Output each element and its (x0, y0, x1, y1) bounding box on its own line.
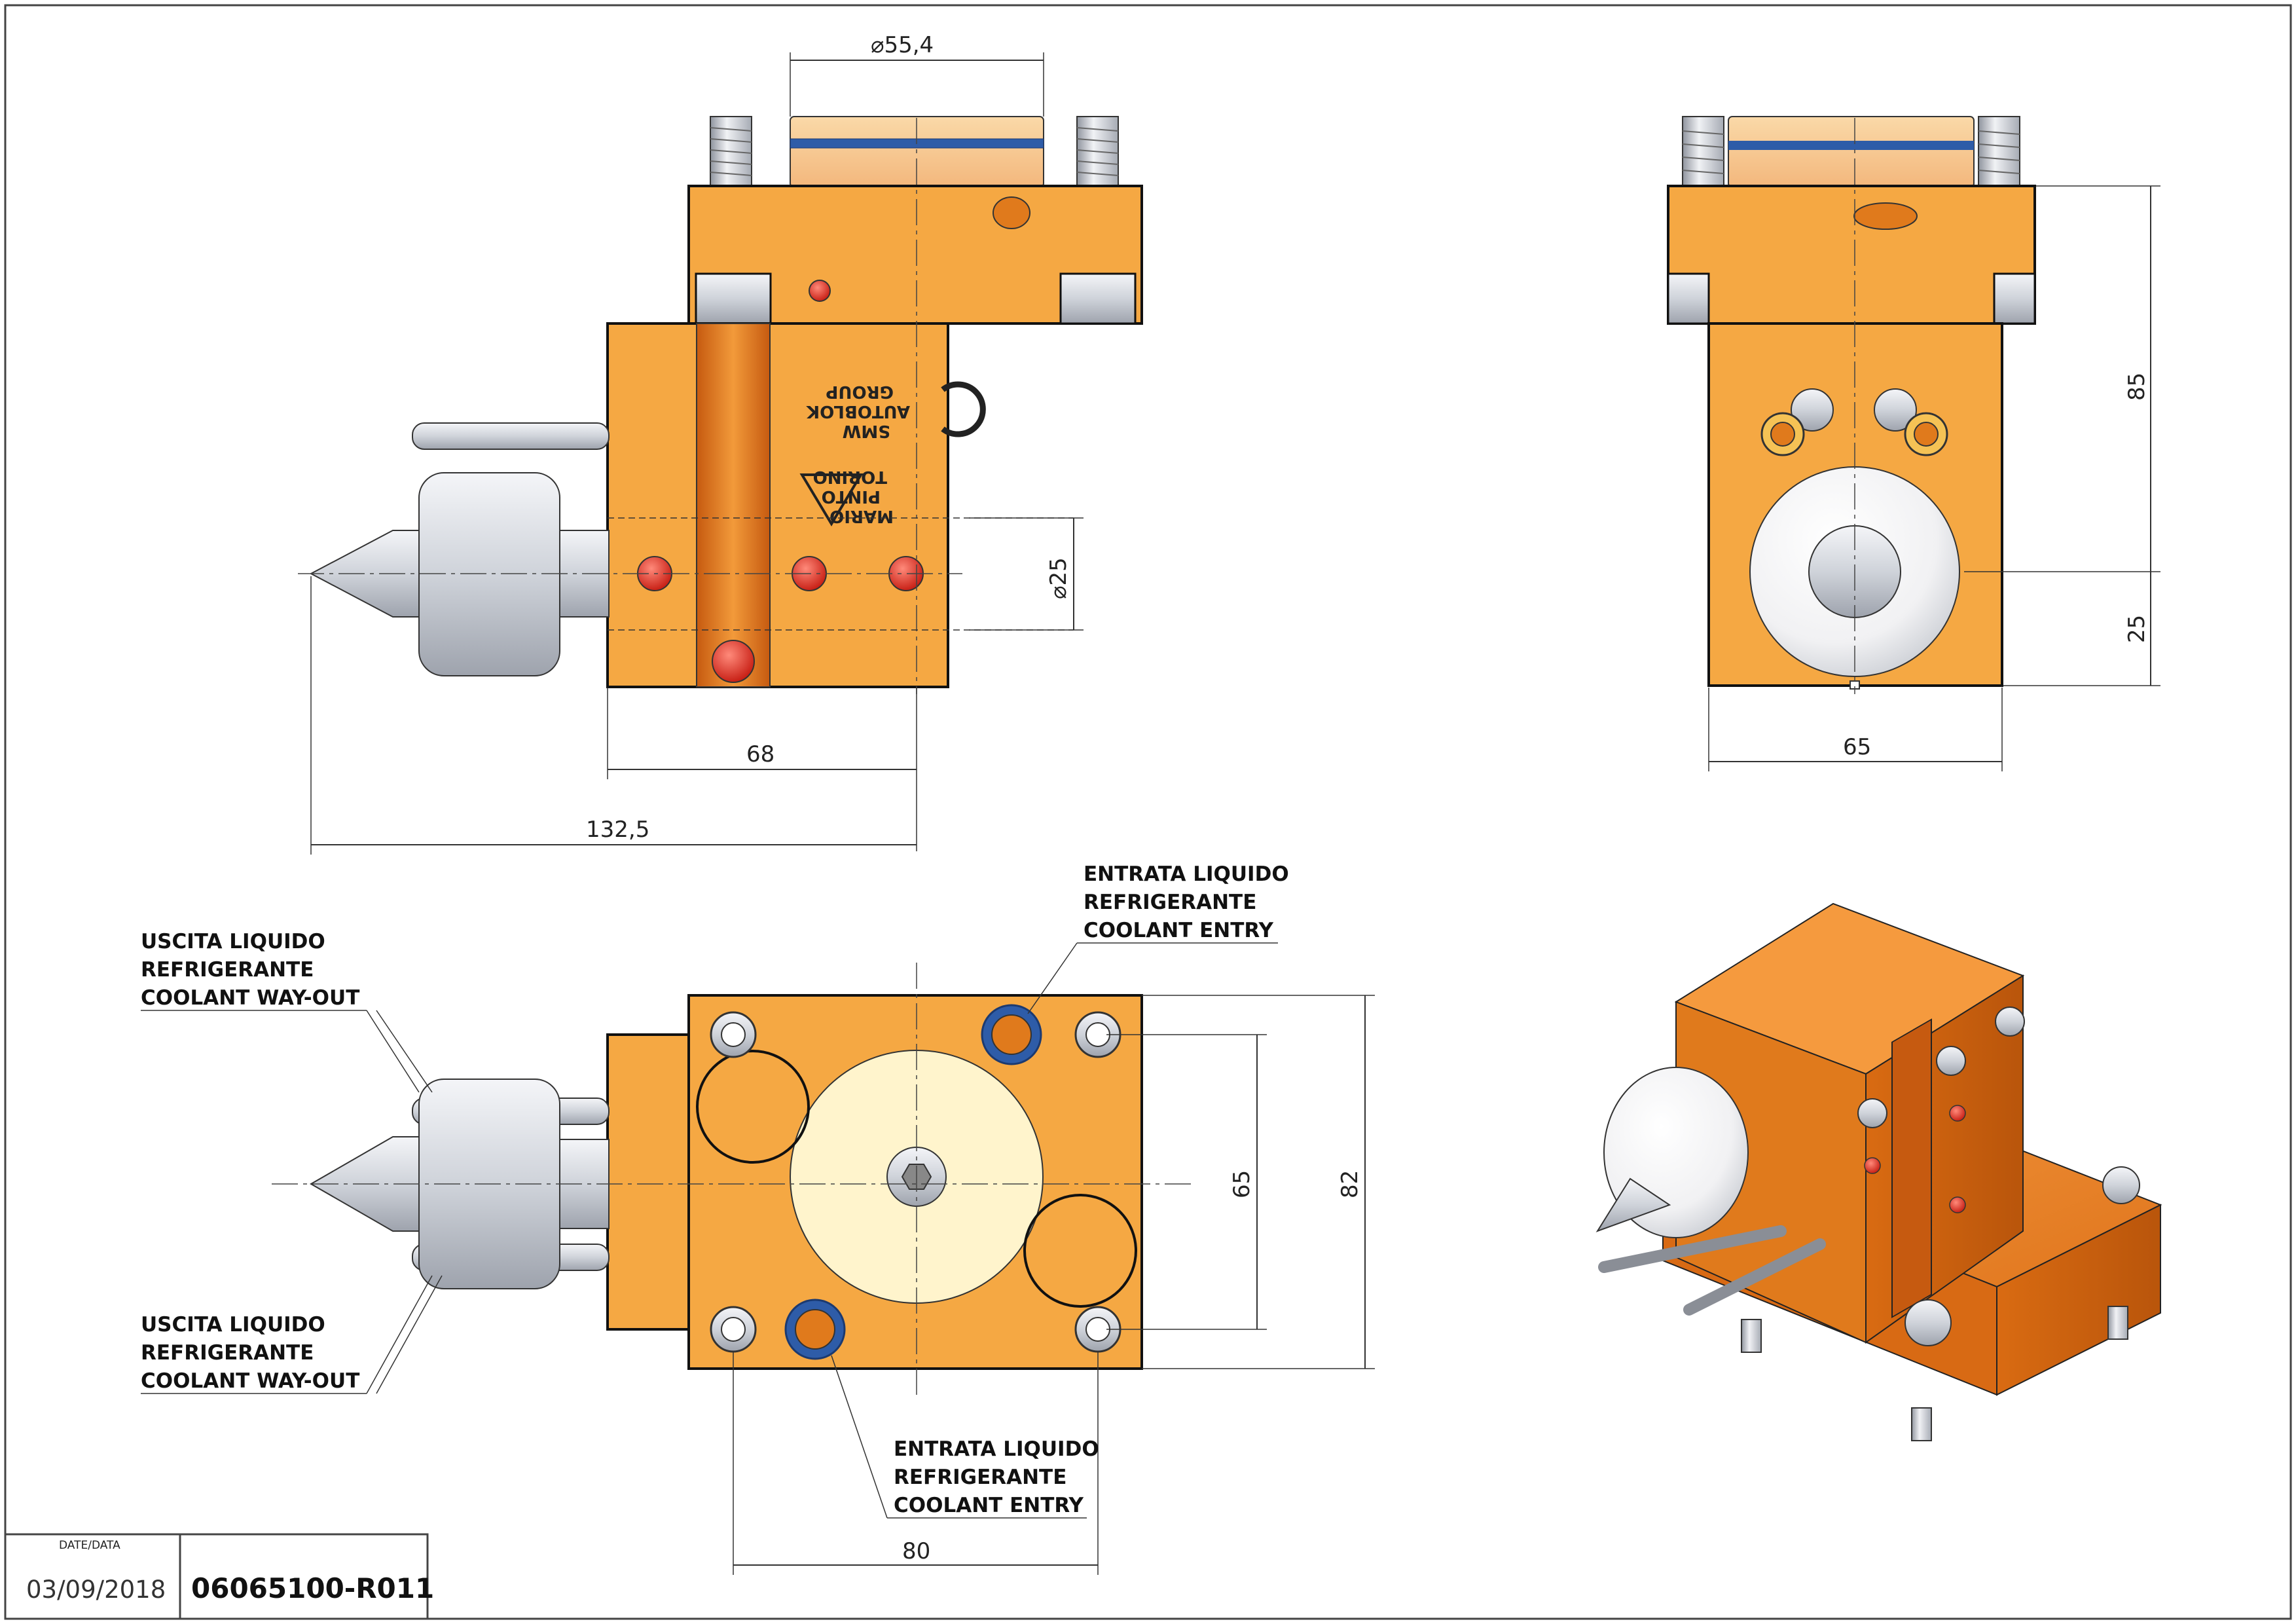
side-slot-left (1667, 272, 1710, 325)
iso-red-1 (1949, 1105, 1966, 1122)
iso-screw-2 (1936, 1046, 1966, 1076)
small-screw (809, 280, 831, 302)
front-view: SMW AUTOBLOK GROUP MARIO PINTO TORINO ⌀5… (298, 32, 1143, 855)
dim-top-80: 80 (902, 1538, 930, 1564)
side-slot-right (1993, 272, 2036, 325)
svg-text:REFRIGERANTE: REFRIGERANTE (894, 1466, 1066, 1489)
mp-triangle-icon (799, 473, 864, 526)
main-body (606, 322, 949, 688)
date-label: DATE/DATA (59, 1539, 120, 1552)
center-housing (418, 472, 560, 676)
top-clearance-1 (696, 1050, 810, 1164)
side-flange-cap (1728, 116, 1975, 188)
iso-center-point (1595, 1177, 1671, 1232)
svg-text:ENTRATA LIQUIDO: ENTRATA LIQUIDO (894, 1437, 1099, 1461)
dim-top-65: 65 (1229, 1170, 1255, 1198)
svg-text:REFRIGERANTE: REFRIGERANTE (141, 958, 314, 982)
svg-text:COOLANT WAY-OUT: COOLANT WAY-OUT (141, 1369, 359, 1393)
screw-red-4 (712, 640, 755, 683)
svg-text:USCITA LIQUIDO: USCITA LIQUIDO (141, 930, 325, 953)
side-view: 85 25 65 (1667, 116, 2160, 771)
iso-screw-3 (1995, 1006, 2025, 1037)
dim-shank-diameter: ⌀25 (1046, 557, 1072, 599)
logo-line-1: SMW (843, 421, 890, 441)
side-stud-right (1978, 116, 2020, 188)
side-oil-port (1853, 202, 1918, 230)
iso-slot (1891, 1018, 1932, 1319)
mario-pinto-logo: MARIO PINTO TORINO (799, 467, 894, 526)
logo2-line-3: TORINO (813, 467, 887, 487)
iso-screw-5 (1904, 1299, 1952, 1346)
dim-body-width: 68 (746, 741, 774, 767)
dim-flange-diameter: ⌀55,4 (871, 32, 934, 58)
annotation-coolant-entry-top: ENTRATA LIQUIDO REFRIGERANTE COOLANT ENT… (1027, 862, 1289, 1014)
annotation-coolant-out-lower: USCITA LIQUIDO REFRIGERANTE COOLANT WAY-… (141, 1275, 443, 1394)
top-flange (606, 1033, 694, 1331)
sheet-border (4, 4, 2292, 1620)
svg-text:ENTRATA LIQUIDO: ENTRATA LIQUIDO (1084, 862, 1289, 886)
top-view: 65 82 80 (272, 963, 1375, 1575)
side-hex-screw-1 (1791, 388, 1834, 432)
iso-red-2 (1949, 1196, 1966, 1213)
side-pin (412, 422, 610, 450)
svg-text:REFRIGERANTE: REFRIGERANTE (1084, 891, 1256, 914)
coolant-tube (696, 323, 771, 688)
svg-text:USCITA LIQUIDO: USCITA LIQUIDO (141, 1313, 325, 1337)
smw-c-icon (941, 381, 986, 437)
dim-side-65: 65 (1843, 734, 1871, 760)
logo-line-3: GROUP (826, 382, 894, 401)
dim-side-85: 85 (2124, 373, 2150, 401)
dim-top-82: 82 (1337, 1170, 1363, 1198)
annotation-coolant-entry-bottom: ENTRATA LIQUIDO REFRIGERANTE COOLANT ENT… (831, 1355, 1099, 1519)
iso-base-side (1996, 1204, 2161, 1396)
oil-port (993, 196, 1030, 229)
svg-text:REFRIGERANTE: REFRIGERANTE (141, 1341, 314, 1365)
slot-right (1059, 272, 1137, 325)
title-block: DATE/DATA 03/09/2018 06065100-R011 (4, 1533, 434, 1620)
logo-line-2: AUTOBLOK (806, 401, 910, 421)
dim-side-25: 25 (2124, 615, 2150, 643)
iso-screw-1 (1857, 1098, 1887, 1128)
part-number: 06065100-R011 (191, 1572, 434, 1604)
isometric-view (1595, 902, 2162, 1441)
side-seal-ring (1728, 141, 1974, 150)
svg-text:COOLANT ENTRY: COOLANT ENTRY (1084, 919, 1274, 942)
side-hex-screw-2 (1874, 388, 1917, 432)
iso-red-3 (1864, 1157, 1881, 1174)
smw-autoblok-logo: SMW AUTOBLOK GROUP (806, 381, 986, 441)
svg-text:COOLANT WAY-OUT: COOLANT WAY-OUT (141, 986, 359, 1010)
date-value: 03/09/2018 (26, 1576, 166, 1604)
annotation-coolant-out-upper: USCITA LIQUIDO REFRIGERANTE COOLANT WAY-… (141, 930, 433, 1093)
iso-screw-4 (2102, 1166, 2140, 1204)
top-clearance-2 (1023, 1194, 1137, 1308)
slot-left (695, 272, 772, 325)
side-top-block (1667, 185, 2036, 325)
side-stud-left (1682, 116, 1724, 188)
dim-overall-length: 132,5 (586, 817, 649, 843)
svg-text:COOLANT ENTRY: COOLANT ENTRY (894, 1494, 1084, 1517)
